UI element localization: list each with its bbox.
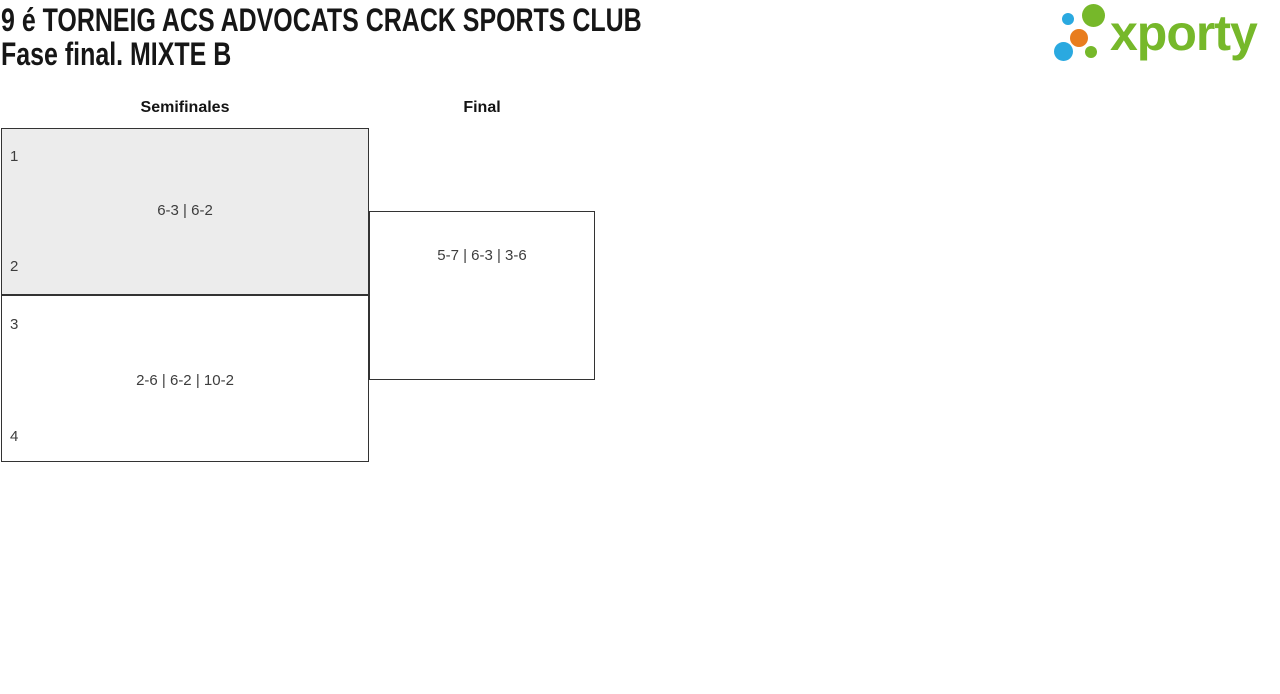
logo-dot-icon <box>1054 42 1073 61</box>
match-box-final[interactable]: 5-7 | 6-3 | 3-6 <box>369 211 595 380</box>
logo-dot-icon <box>1070 29 1088 47</box>
match-score: 6-3 | 6-2 <box>157 202 213 219</box>
match-score: 2-6 | 6-2 | 10-2 <box>136 372 234 389</box>
round-header-final: Final <box>463 99 501 116</box>
logo-dot-icon <box>1082 4 1105 27</box>
match-box-semifinal-1[interactable]: 1 6-3 | 6-2 2 <box>1 128 369 295</box>
round-header-semifinals: Semifinales <box>140 99 230 116</box>
seed-number: 2 <box>10 258 19 275</box>
logo-wordmark: xporty <box>1110 5 1258 61</box>
logo-dot-icon <box>1085 46 1097 58</box>
page-title: 9 é TORNEIG ACS ADVOCATS CRACK SPORTS CL… <box>1 2 642 38</box>
logo-dot-icon <box>1062 13 1074 25</box>
seed-number: 4 <box>10 428 19 445</box>
xporty-logo[interactable]: xporty <box>1050 0 1280 70</box>
seed-number: 3 <box>10 316 19 333</box>
page-subtitle: Fase final. MIXTE B <box>1 36 232 72</box>
match-box-semifinal-2[interactable]: 3 2-6 | 6-2 | 10-2 4 <box>1 295 369 462</box>
seed-number: 1 <box>10 148 19 165</box>
match-score: 5-7 | 6-3 | 3-6 <box>437 247 527 264</box>
